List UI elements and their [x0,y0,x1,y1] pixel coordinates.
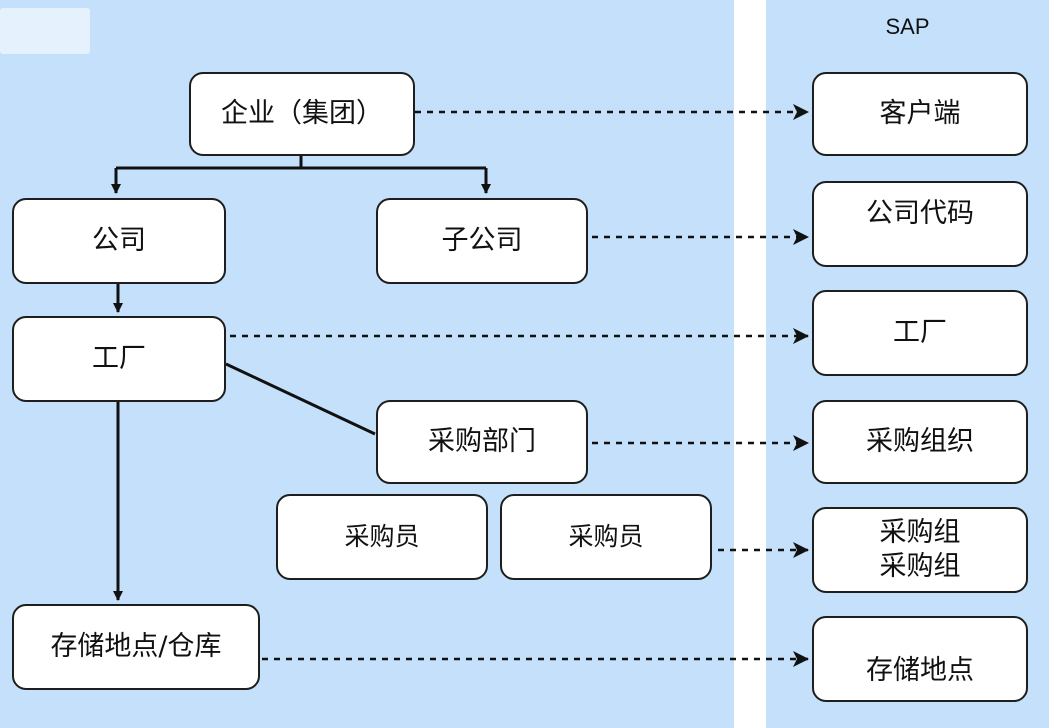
sap-client-label: 客户端 [879,98,961,130]
sap-plant-box: 工厂 [812,290,1028,376]
sap-storage-location-label: 存储地点 [866,655,974,687]
plant-label: 工厂 [92,343,146,375]
sap-title: SAP [885,14,930,39]
subsidiary-label: 子公司 [441,225,523,257]
sap-company-code-label: 公司代码 [866,198,974,229]
buyer-label: 采购员 [568,522,644,552]
sap-plant-label: 工厂 [893,317,947,348]
company-box: 公司 [12,198,226,284]
sap-client-box: 客户端 [812,72,1028,156]
sap-purchasing-group-label: 采购组 [879,517,961,549]
buyer-box: 采购员 [500,494,712,580]
buyer-box: 采购员 [276,494,488,580]
sap-company-code-box: 公司代码 [812,181,1028,267]
enterprise-group-label: 企业（集团） [221,98,383,130]
sap-storage-location-box: 存储地点 [812,616,1028,702]
purchasing-dept-box: 采购部门 [376,400,588,484]
sap-purchasing-group-label: 采购组 [879,551,961,582]
storage-warehouse-box: 存储地点/仓库 [12,604,260,690]
purchasing-dept-label: 采购部门 [428,426,536,458]
sap-purchasing-group-box: 采购组 采购组 [812,507,1028,593]
watermark [0,8,90,54]
enterprise-split-line [116,156,486,170]
sap-purchasing-org-label: 采购组织 [866,426,974,458]
storage-warehouse-label: 存储地点/仓库 [50,631,222,663]
plant-box: 工厂 [12,316,226,402]
sap-purchasing-org-box: 采购组织 [812,400,1028,484]
buyer-label: 采购员 [344,522,420,552]
enterprise-group-box: 企业（集团） [189,72,415,156]
plant-to-purchasing-dept-line [225,362,376,436]
company-label: 公司 [92,225,146,257]
subsidiary-box: 子公司 [376,198,588,284]
